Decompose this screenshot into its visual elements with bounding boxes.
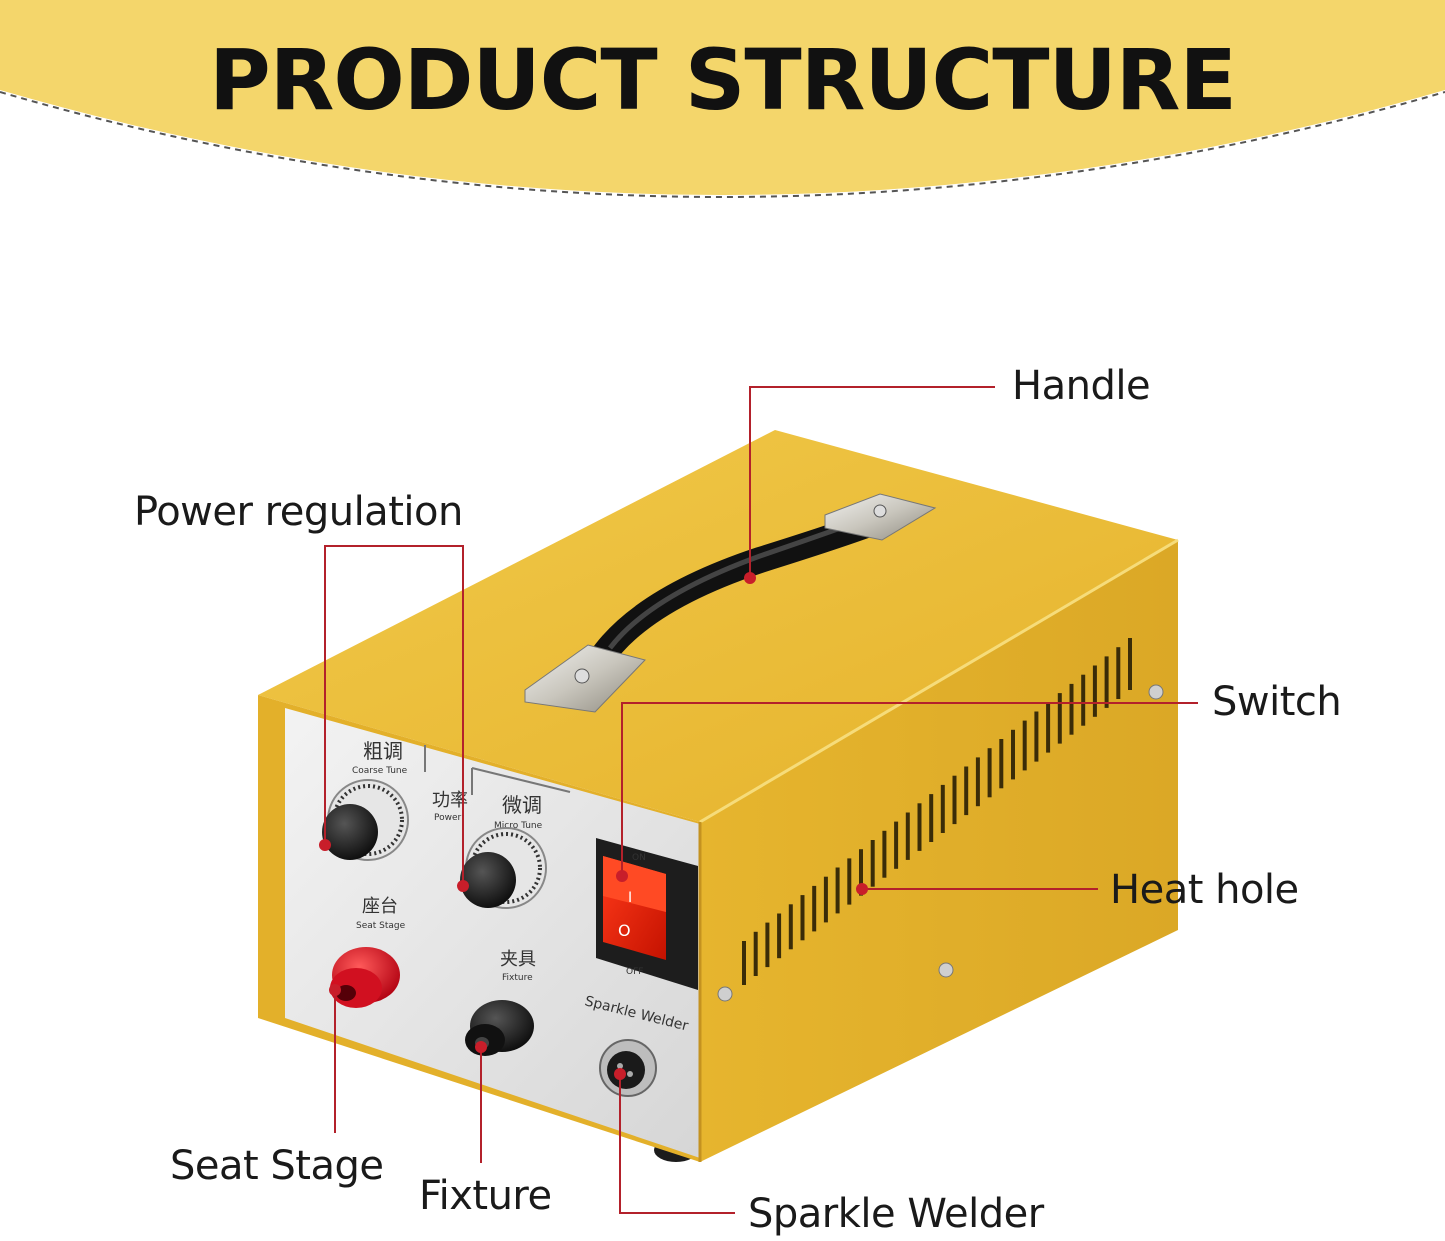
switch-off-text: OFF (626, 967, 643, 977)
switch-o-mark: O (618, 921, 631, 940)
dot-handle (744, 572, 756, 584)
leader-lines (324, 386, 1198, 1214)
heat-vent-slot (847, 858, 852, 905)
heat-vent-slot (859, 849, 863, 896)
seat-stage-cn: 座台 (362, 896, 398, 917)
leader-switch (621, 702, 1198, 874)
heat-vent-slot (823, 876, 828, 923)
edge-highlight (699, 538, 1179, 824)
heat-vent-slot (1011, 729, 1015, 780)
sparkle-welder-socket[interactable] (599, 1039, 657, 1097)
heat-vent-slot (1069, 683, 1074, 735)
screw-side-mid (938, 962, 954, 978)
coarse-tune-cn: 粗调 (363, 739, 403, 763)
coarse-tune-en: Coarse Tune (352, 766, 408, 776)
heat-vent-slot (835, 867, 840, 914)
power-cn: 功率 (432, 790, 468, 811)
dot-heat-hole (856, 883, 868, 895)
heat-vent-slot (788, 904, 793, 950)
heat-vent-slot (1116, 647, 1121, 699)
heat-vent-slot (1092, 665, 1097, 717)
switch-on-text: ON (632, 853, 646, 863)
dot-switch (616, 870, 628, 882)
heat-vent-slot (964, 766, 969, 816)
switch-i-mark: I (628, 890, 632, 906)
heat-vent-slot (1104, 656, 1109, 708)
coarse-tune-knob[interactable] (322, 779, 409, 861)
leader-handle (749, 386, 995, 578)
micro-tune-knob[interactable] (460, 827, 547, 909)
label-fixture: Fixture (419, 1173, 552, 1219)
heat-vent-slot (1022, 720, 1027, 771)
screw-side-low (717, 986, 733, 1002)
heat-vent-slot (742, 941, 746, 985)
heat-vent-slot (929, 794, 934, 842)
heat-vent-slot (882, 830, 887, 878)
heat-vents (742, 638, 1132, 985)
label-power-regulation: Power regulation (134, 489, 463, 535)
heat-vent-slot (753, 931, 758, 976)
heat-vent-slot (812, 885, 817, 932)
heat-vent-slot (800, 895, 805, 941)
heat-vent-slot (917, 803, 922, 851)
label-switch: Switch (1212, 679, 1342, 725)
title-banner (0, 0, 1445, 195)
heat-vent-slot (975, 757, 980, 807)
leader-power-regulation (324, 545, 464, 884)
heat-vent-slot (777, 913, 782, 959)
seat-stage-terminal[interactable] (330, 947, 400, 1008)
heat-vent-slot (1034, 711, 1039, 762)
heat-vent-slot (1046, 702, 1051, 753)
dot-coarse (319, 839, 331, 851)
panel-divider-3 (471, 767, 571, 793)
heat-vent-slot (987, 748, 992, 798)
dot-sparkle (614, 1068, 626, 1080)
seat-stage-en: Seat Stage (356, 921, 406, 931)
fixture-terminal[interactable] (465, 1000, 534, 1056)
leader-sparkle-welder (619, 1074, 735, 1214)
heat-vent-slot (999, 739, 1004, 789)
banner-dashed-edge (0, 91, 1445, 198)
dot-micro (457, 880, 469, 892)
handle-bracket-back-screw (873, 504, 887, 518)
label-sparkle-welder: Sparkle Welder (748, 1191, 1044, 1237)
heat-vent-slot (1057, 693, 1062, 744)
heat-vent-slot (952, 775, 957, 825)
leader-dots (319, 572, 868, 1080)
power-en: Power (434, 813, 462, 823)
label-seat-stage: Seat Stage (170, 1143, 384, 1189)
micro-tune-cn: 微调 (502, 793, 542, 817)
machine-top-face (258, 430, 1178, 822)
heat-vent-slot (894, 821, 899, 869)
fixture-en: Fixture (502, 973, 533, 983)
screw-side-top (1148, 684, 1164, 700)
dot-fixture (475, 1041, 487, 1053)
fixture-cn: 夹具 (500, 949, 536, 970)
heat-vent-slot (905, 812, 910, 860)
heat-vent-slot (940, 784, 945, 833)
handle-bracket-front-screw (574, 668, 590, 684)
label-handle: Handle (1012, 363, 1151, 409)
heat-vent-slot (765, 922, 770, 968)
heat-vent-slot (1128, 638, 1132, 690)
micro-tune-en: Micro Tune (494, 821, 543, 831)
label-heat-hole: Heat hole (1110, 867, 1299, 913)
heat-vent-slot (1081, 674, 1086, 726)
dot-seat-stage (329, 984, 341, 996)
heat-vent-slot (870, 840, 875, 887)
page-title: PRODUCT STRUCTURE (209, 31, 1237, 129)
